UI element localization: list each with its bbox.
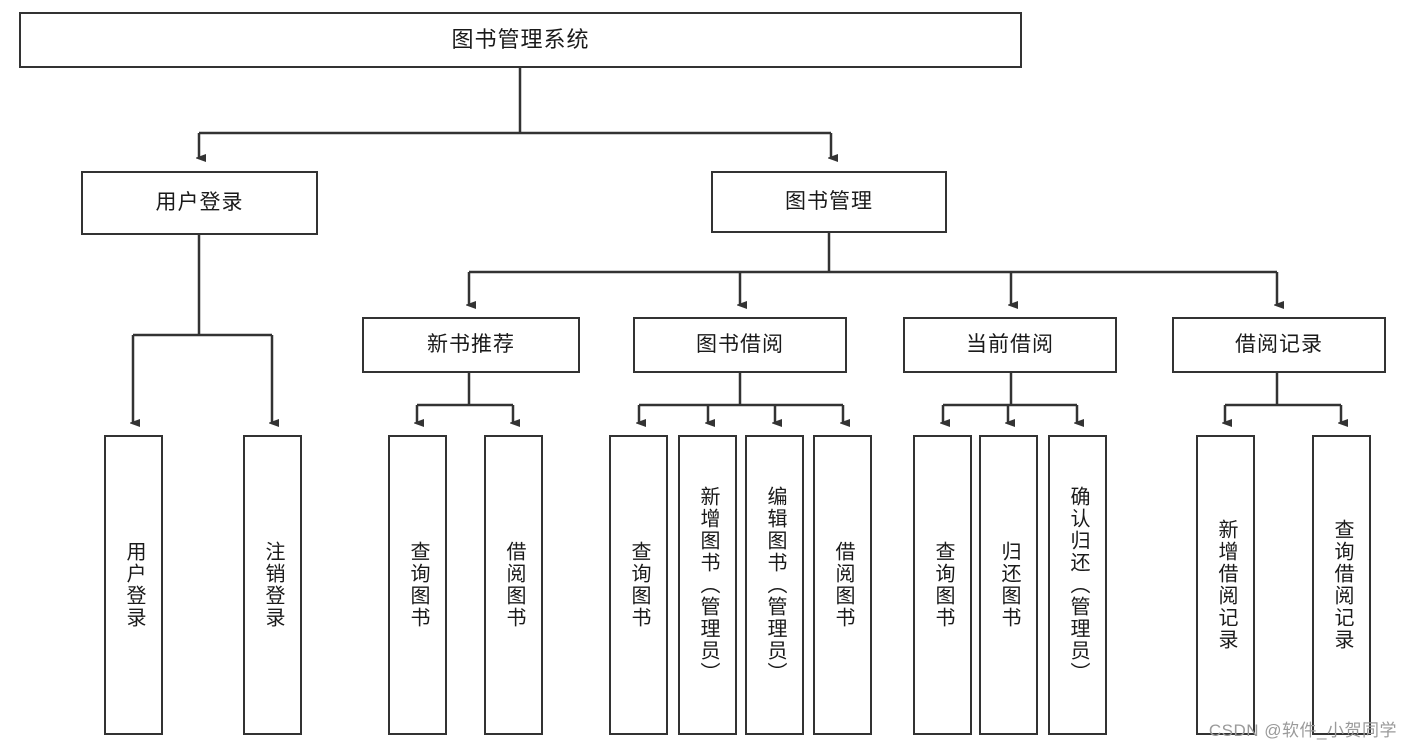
leaf-borrow-record-add[interactable]: 新增借阅记录 xyxy=(1196,435,1255,735)
node-user-login[interactable]: 用户登录 xyxy=(81,171,318,235)
leaf-new-book-query[interactable]: 查询图书 xyxy=(388,435,447,735)
watermark-csdn: CSDN @软件_小贺同学 xyxy=(1208,721,1397,740)
node-root-library-system[interactable]: 图书管理系统 xyxy=(19,12,1022,68)
leaf-book-borrow-query-label: 查询图书 xyxy=(628,541,650,629)
node-book-borrow-label: 图书借阅 xyxy=(696,332,784,356)
node-new-book-recommend[interactable]: 新书推荐 xyxy=(362,317,580,373)
leaf-current-borrow-return-label: 归还图书 xyxy=(998,541,1020,629)
node-borrow-record[interactable]: 借阅记录 xyxy=(1172,317,1386,373)
leaf-borrow-record-query[interactable]: 查询借阅记录 xyxy=(1312,435,1371,735)
node-borrow-record-label: 借阅记录 xyxy=(1235,332,1323,356)
leaf-user-login-signout[interactable]: 注销登录 xyxy=(243,435,302,735)
leaf-new-book-borrow-label: 借阅图书 xyxy=(503,541,525,629)
leaf-user-login-signin[interactable]: 用户登录 xyxy=(104,435,163,735)
node-user-login-label: 用户登录 xyxy=(155,190,244,214)
leaf-user-login-signin-label: 用户登录 xyxy=(123,541,145,629)
leaf-book-borrow-add-label: 新增图书（管理员） xyxy=(697,486,719,684)
leaf-user-login-signout-label: 注销登录 xyxy=(262,541,284,629)
leaf-book-borrow-edit[interactable]: 编辑图书（管理员） xyxy=(745,435,804,735)
node-current-borrow[interactable]: 当前借阅 xyxy=(903,317,1117,373)
leaf-book-borrow-lend[interactable]: 借阅图书 xyxy=(813,435,872,735)
leaf-new-book-borrow[interactable]: 借阅图书 xyxy=(484,435,543,735)
leaf-borrow-record-query-label: 查询借阅记录 xyxy=(1331,519,1353,651)
leaf-new-book-query-label: 查询图书 xyxy=(407,541,429,629)
node-current-borrow-label: 当前借阅 xyxy=(966,332,1054,356)
leaf-current-borrow-query[interactable]: 查询图书 xyxy=(913,435,972,735)
node-book-management[interactable]: 图书管理 xyxy=(711,171,947,233)
leaf-book-borrow-edit-label: 编辑图书（管理员） xyxy=(764,486,786,684)
leaf-current-borrow-query-label: 查询图书 xyxy=(932,541,954,629)
node-book-management-label: 图书管理 xyxy=(785,189,873,213)
node-new-book-recommend-label: 新书推荐 xyxy=(427,332,515,356)
leaf-book-borrow-lend-label: 借阅图书 xyxy=(832,541,854,629)
leaf-current-borrow-confirm-return-label: 确认归还（管理员） xyxy=(1067,486,1089,684)
leaf-current-borrow-return[interactable]: 归还图书 xyxy=(979,435,1038,735)
node-root-label: 图书管理系统 xyxy=(451,27,590,53)
leaf-current-borrow-confirm-return[interactable]: 确认归还（管理员） xyxy=(1048,435,1107,735)
leaf-borrow-record-add-label: 新增借阅记录 xyxy=(1215,519,1237,651)
leaf-book-borrow-add[interactable]: 新增图书（管理员） xyxy=(678,435,737,735)
node-book-borrow[interactable]: 图书借阅 xyxy=(633,317,847,373)
leaf-book-borrow-query[interactable]: 查询图书 xyxy=(609,435,668,735)
